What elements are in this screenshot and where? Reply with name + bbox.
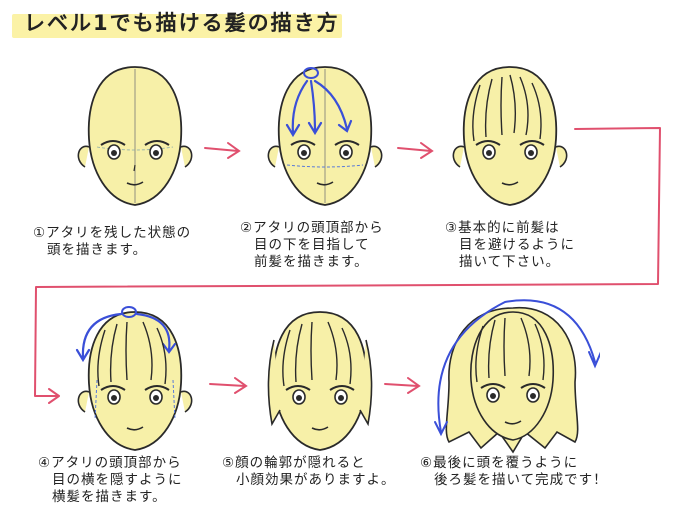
title-highlight xyxy=(12,14,342,38)
step-5-caption: ⑤顔の輪郭が隠れると 小顔効果がありますよ。 xyxy=(222,455,396,489)
step-1-caption: ①アタリを残した状態の 頭を描きます。 xyxy=(33,225,191,259)
step-4-line-2: 目の横を隠すように xyxy=(52,472,183,488)
step-2-line-1: ②アタリの頭頂部から xyxy=(240,220,384,236)
step-6-line-2: 後ろ髪を描いて完成です！ xyxy=(434,472,608,488)
step-4-line-1: ④アタリの頭頂部から xyxy=(38,455,182,471)
step-4-caption: ④アタリの頭頂部から 目の横を隠すように 横髪を描きます。 xyxy=(38,455,183,506)
head-illustration-3 xyxy=(440,55,580,215)
step-1-line-2: 頭を描きます。 xyxy=(47,242,148,258)
head-illustration-1 xyxy=(65,55,205,215)
step-1-line-1: ①アタリを残した状態の xyxy=(33,225,192,241)
head-illustration-4 xyxy=(65,300,205,460)
step-3-line-1: ③基本的に前髪は xyxy=(445,220,560,236)
title-banner: レベル1でも描ける髪の描き方 xyxy=(12,8,342,38)
head-illustration-2 xyxy=(255,55,395,215)
step-5-line-2: 小顔効果がありますよ。 xyxy=(236,472,396,488)
step-3-line-3: 描いて下さい。 xyxy=(459,254,561,270)
step-2-caption: ②アタリの頭頂部から 目の下を目指して 前髪を描きます。 xyxy=(240,220,384,271)
step-6-caption: ⑥最後に頭を覆うように 後ろ髪を描いて完成です！ xyxy=(420,455,608,489)
step-2-line-2: 目の下を目指して xyxy=(254,237,370,253)
arrow-step1-to-2 xyxy=(204,142,241,159)
step-4-line-3: 横髪を描きます。 xyxy=(52,489,167,505)
step-3-line-2: 目を避けるように xyxy=(459,237,575,253)
arrow-step4-to-5 xyxy=(209,377,248,394)
step-6-line-1: ⑥最後に頭を覆うように xyxy=(420,455,579,471)
head-illustration-5 xyxy=(250,300,390,460)
step-3-caption: ③基本的に前髪は 目を避けるように 描いて下さい。 xyxy=(445,220,575,271)
arrow-step5-to-6 xyxy=(384,377,421,394)
step-2-line-3: 前髪を描きます。 xyxy=(254,254,369,270)
arrow-step2-to-3 xyxy=(397,142,434,159)
arrow-step3-to-4 xyxy=(34,127,661,404)
step-5-line-1: ⑤顔の輪郭が隠れると xyxy=(222,455,366,471)
head-illustration-6 xyxy=(425,282,600,460)
page-title: レベル1でも描ける髪の描き方 xyxy=(24,11,340,35)
